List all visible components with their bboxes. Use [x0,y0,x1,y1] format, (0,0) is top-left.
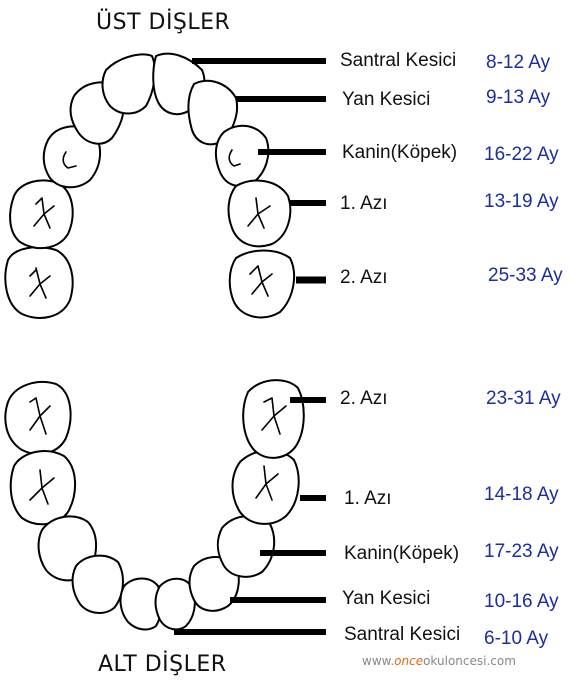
lower-label-lateral: Yan Kesici [342,588,431,609]
upper-right-second-molar [228,249,296,319]
upper-label-first-molar: 1. Azı [340,193,388,214]
upper-age-lateral: 9-13 Ay [486,87,551,108]
lower-age-first-molar: 14-18 Ay [484,484,559,505]
lower-right-canine [216,515,276,578]
upper-label-canine: Kanin(Köpek) [342,142,458,163]
lower-right-first-molar [231,449,300,525]
lower-label-second-molar: 2. Azı [340,388,388,409]
upper-age-first-molar: 13-19 Ay [484,191,559,212]
upper-right-first-molar-mark [247,197,271,229]
lower-teeth-title: ALT DİŞLER [98,652,227,677]
upper-left-central-incisor [101,53,156,115]
upper-left-first-molar [9,179,74,250]
lower-label-first-molar: 1. Azı [344,488,392,509]
upper-left-second-molar-mark [29,267,51,299]
lower-label-canine: Kanin(Köpek) [344,543,460,564]
upper-label-central: Santral Kesici [340,50,457,71]
upper-left-canine-mark [62,151,77,169]
lower-right-central-incisor [154,577,196,631]
upper-left-first-molar-mark [33,197,55,229]
upper-age-central: 8-12 Ay [486,52,551,73]
lower-age-lateral: 10-16 Ay [484,591,559,612]
upper-age-second-molar: 25-33 Ay [488,265,563,286]
lower-right-first-molar-mark [255,465,279,501]
lower-left-second-molar-mark [29,397,51,435]
upper-right-canine-mark [228,149,241,167]
upper-right-canine [214,124,270,188]
lower-age-canine: 17-23 Ay [484,541,559,562]
upper-teeth-title: ÜST DİŞLER [96,10,231,35]
lower-right-second-molar [242,379,305,459]
upper-right-second-molar-mark [249,265,273,297]
lower-left-first-molar-mark [29,469,55,505]
lower-age-central: 6-10 Ay [484,628,549,649]
watermark: www.onceokuloncesi.com [362,654,516,668]
lower-right-second-molar-mark [261,397,287,435]
lower-left-lateral-incisor [71,554,124,614]
lower-age-second-molar: 23-31 Ay [486,388,561,409]
upper-label-lateral: Yan Kesici [342,89,431,110]
lower-label-central: Santral Kesici [344,624,461,645]
lower-left-central-incisor [119,577,163,631]
upper-age-canine: 16-22 Ay [484,144,559,165]
upper-label-second-molar: 2. Azı [340,267,388,288]
